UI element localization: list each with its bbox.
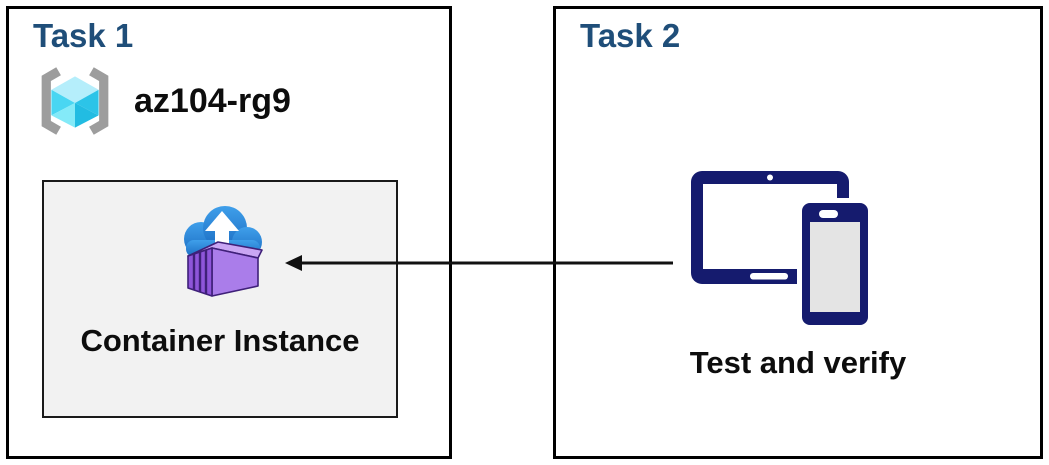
task2-box: Task 2 Test and verify [553, 6, 1043, 459]
container-instance-label: Container Instance [80, 323, 360, 358]
task2-title: Task 2 [580, 17, 681, 54]
container-instance-box: Container Instance [42, 180, 398, 418]
resource-group-name: az104-rg9 [134, 81, 291, 120]
task1-box: Task 1 az104-rg9 [6, 6, 452, 459]
resource-group: az104-rg9 [36, 65, 291, 137]
container-instance-icon [184, 206, 263, 297]
task1-title: Task 1 [33, 17, 134, 54]
tablet-phone-icon [691, 171, 873, 330]
resource-group-icon [41, 67, 109, 135]
test-verify-label: Test and verify [689, 345, 907, 380]
